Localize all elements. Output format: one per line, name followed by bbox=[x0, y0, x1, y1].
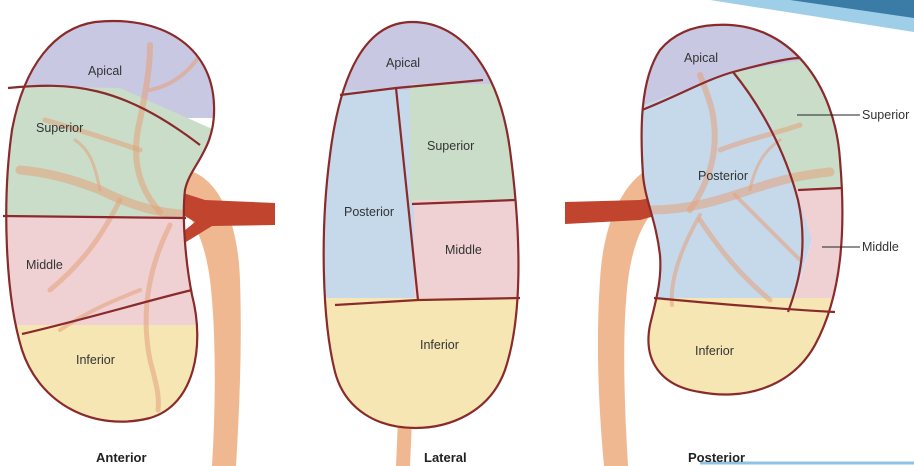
lateral-label-apical: Apical bbox=[386, 56, 420, 70]
posterior-label-apical: Apical bbox=[684, 51, 718, 65]
posterior-ureter bbox=[597, 165, 660, 466]
anterior-outline bbox=[5, 19, 216, 423]
posterior-label-inferior: Inferior bbox=[695, 344, 734, 358]
posterior-divider-apical bbox=[641, 56, 801, 112]
anterior-label-apical: Apical bbox=[88, 64, 122, 78]
anterior-divider-superior bbox=[2, 214, 187, 220]
lateral-posterior-segment bbox=[323, 90, 418, 305]
anterior-divider-apical bbox=[7, 84, 201, 146]
anterior-ureter bbox=[180, 170, 241, 466]
lateral-divider-superior bbox=[411, 198, 516, 206]
posterior-inferior-segment bbox=[641, 298, 843, 395]
posterior-label-posterior: Posterior bbox=[698, 169, 748, 183]
lateral-label-superior: Superior bbox=[427, 139, 474, 153]
posterior-callout-middle: Middle bbox=[862, 240, 899, 254]
lateral-inferior-segment bbox=[323, 298, 519, 428]
anterior-middle-segment bbox=[6, 216, 215, 334]
lateral-kidney: Apical Posterior Superior Middle Inferio… bbox=[322, 20, 521, 466]
lateral-label-posterior: Posterior bbox=[344, 205, 394, 219]
posterior-view-label: Posterior bbox=[688, 450, 745, 465]
lateral-divider-inferior bbox=[334, 296, 521, 307]
lateral-middle-segment bbox=[414, 200, 519, 305]
lateral-label-inferior: Inferior bbox=[420, 338, 459, 352]
posterior-divider-superior bbox=[797, 186, 843, 192]
corner-accent bbox=[710, 0, 914, 32]
lateral-ureter bbox=[396, 420, 412, 466]
lateral-label-middle: Middle bbox=[445, 243, 482, 257]
lateral-divider-vertical bbox=[394, 87, 420, 301]
anterior-renal-artery bbox=[178, 192, 275, 242]
anterior-vessel-tree bbox=[15, 42, 205, 413]
posterior-vessel-tree bbox=[645, 72, 835, 307]
anterior-label-middle: Middle bbox=[26, 258, 63, 272]
anterior-view-label: Anterior bbox=[96, 450, 147, 465]
posterior-posterior-segment bbox=[641, 72, 812, 312]
posterior-renal-artery bbox=[565, 196, 662, 224]
lateral-outline bbox=[322, 20, 520, 430]
anterior-divider-middle bbox=[21, 288, 193, 336]
posterior-divider-posterior bbox=[732, 71, 804, 313]
posterior-kidney: Apical Posterior Inferior Superior Middl… bbox=[565, 23, 909, 466]
anterior-label-inferior: Inferior bbox=[76, 353, 115, 367]
anterior-label-superior: Superior bbox=[36, 121, 83, 135]
anterior-kidney: Apical Superior Middle Inferior Anterior bbox=[2, 19, 275, 466]
anterior-superior-segment bbox=[6, 86, 215, 218]
lateral-view-label: Lateral bbox=[424, 450, 467, 465]
posterior-callout-superior: Superior bbox=[862, 108, 909, 122]
posterior-divider-inferior bbox=[653, 296, 836, 314]
